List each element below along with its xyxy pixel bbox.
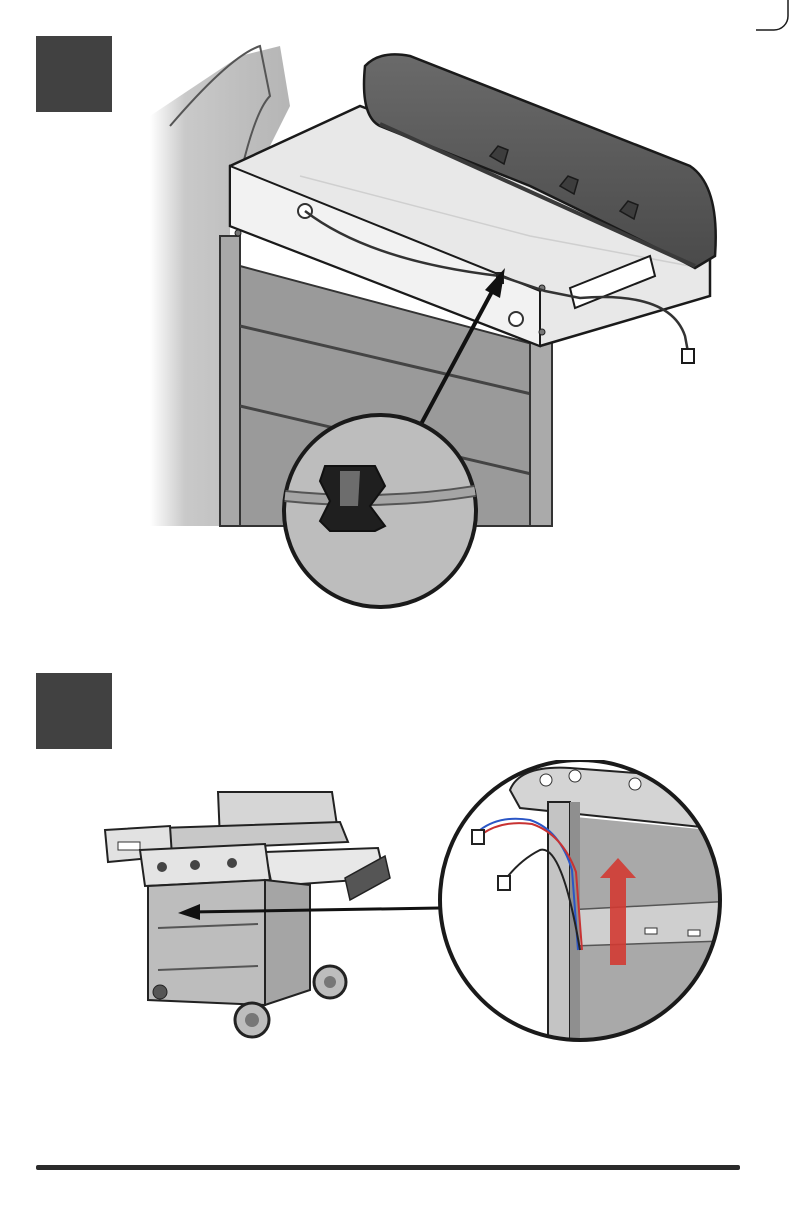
griddle-cart (105, 792, 390, 1037)
clip-detail-icon (284, 415, 476, 607)
magnified-cable-view (440, 760, 730, 1050)
cut-corner-mark-icon (756, 0, 792, 32)
step-number-box-1 (36, 36, 112, 112)
step-number-box-2 (36, 673, 112, 749)
footer-rule (36, 1165, 740, 1170)
step2-illustration (100, 760, 730, 1050)
step1-illustration (150, 36, 720, 610)
connector-plug-icon (682, 349, 694, 363)
